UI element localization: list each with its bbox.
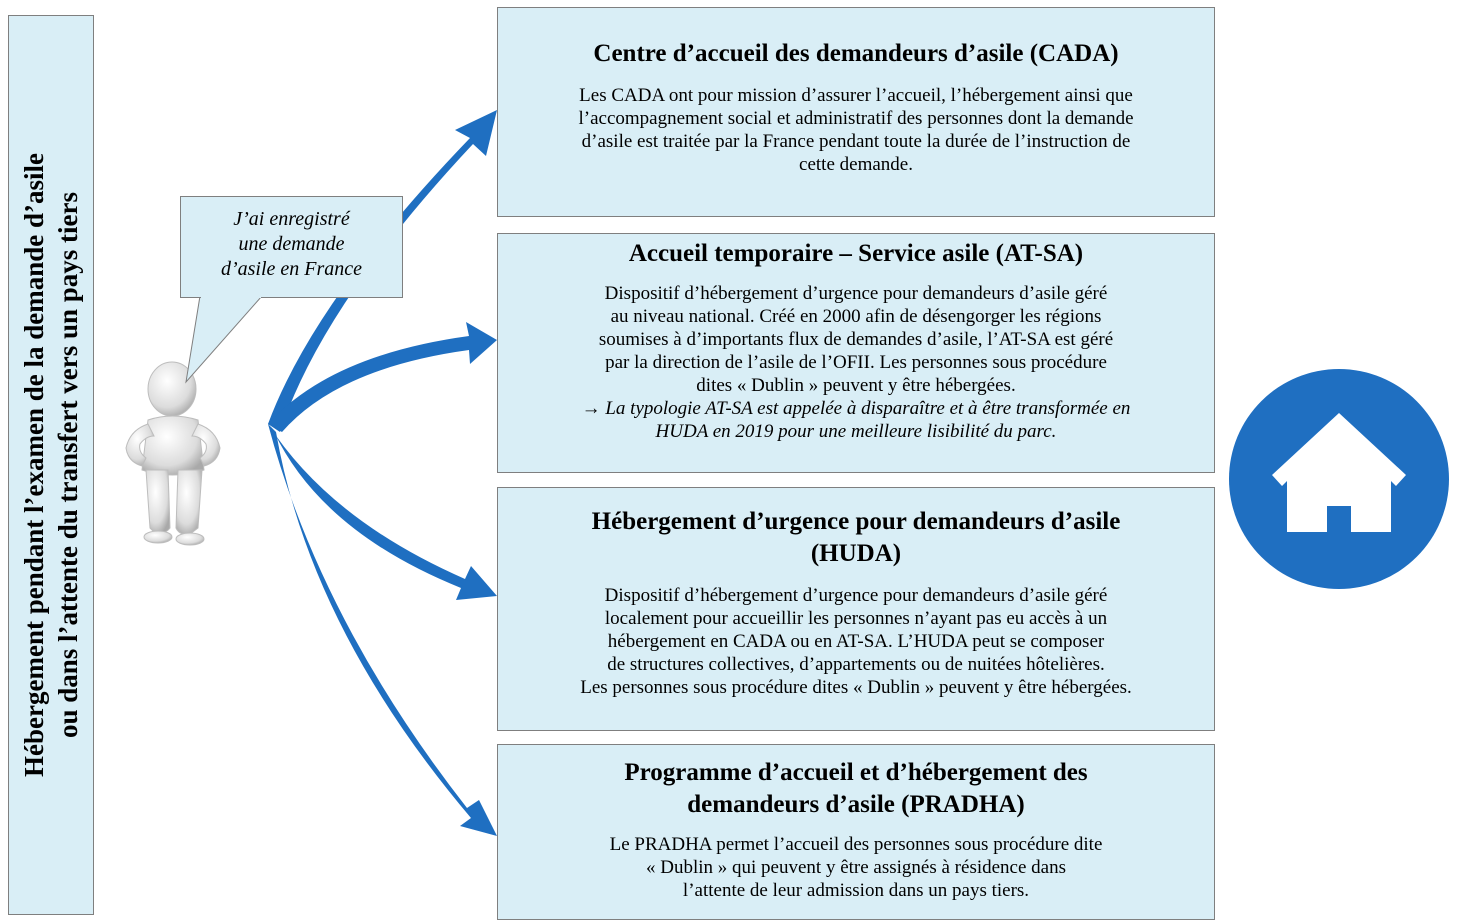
atsa-text-line: Dispositif d’hébergement d’urgence pour … — [604, 283, 1108, 304]
huda-text-line: hébergement en CADA ou en AT-SA. L’HUDA … — [607, 631, 1105, 652]
pradha-box: Programme d’accueil et d’hébergement des… — [497, 744, 1215, 920]
atsa-text-line: par la direction de l’asile de l’OFII. L… — [605, 352, 1107, 373]
huda-text-line: Dispositif d’hébergement d’urgence pour … — [604, 585, 1108, 606]
bubble-line-1: J’ai enregistré — [233, 208, 350, 230]
atsa-text-line: soumises à d’importants flux de demandes… — [598, 329, 1114, 350]
cada-title: Centre d’accueil des demandeurs d’asile … — [593, 40, 1119, 67]
arrow-to-cada — [268, 110, 497, 432]
huda-text-line: Les personnes sous procédure dites « Dub… — [580, 677, 1132, 698]
atsa-text-line: dites « Dublin » peuvent y être hébergée… — [696, 375, 1016, 396]
atsa-text-line: au niveau national. Créé en 2000 afin de… — [610, 306, 1102, 327]
huda-title-line: Hébergement d’urgence pour demandeurs d’… — [591, 508, 1121, 535]
cada-box: Centre d’accueil des demandeurs d’asile … — [497, 7, 1215, 217]
arrow-to-huda — [268, 424, 497, 600]
atsa-note-line: → La typologie AT-SA est appelée à dispa… — [581, 398, 1131, 419]
atsa-box: Accueil temporaire – Service asile (AT-S… — [497, 233, 1215, 473]
huda-box: Hébergement d’urgence pour demandeurs d’… — [497, 487, 1215, 731]
arrow-to-atsa — [268, 322, 497, 432]
pradha-text-line: « Dublin » qui peuvent y être assignés à… — [646, 857, 1066, 878]
huda-title-line: (HUDA) — [810, 540, 902, 567]
cada-text-line: d’asile est traitée par la France pendan… — [581, 131, 1131, 152]
atsa-note-line: HUDA en 2019 pour une meilleure lisibili… — [655, 421, 1057, 442]
pradha-title: Programme d’accueil et d’hébergement des… — [504, 757, 1208, 821]
cada-text-line: cette demande. — [799, 154, 913, 175]
pradha-text-line: Le PRADHA permet l’accueil des personnes… — [609, 834, 1103, 855]
pradha-text-line: l’attente de leur admission dans un pays… — [682, 880, 1030, 901]
speech-bubble: J’ai enregistré une demande d’asile en F… — [180, 196, 403, 298]
cada-text-line: l’accompagnement social et administratif… — [578, 108, 1134, 129]
cada-text-line: Les CADA ont pour mission d’assurer l’ac… — [579, 85, 1133, 106]
bubble-line-3: d’asile en France — [220, 258, 363, 280]
huda-text-line: localement pour accueillir les personnes… — [604, 608, 1108, 629]
sidebar-title-panel: Hébergement pendant l’examen de la deman… — [8, 15, 94, 915]
pradha-title-line: Programme d’accueil et d’hébergement des — [624, 759, 1088, 786]
huda-title: Hébergement d’urgence pour demandeurs d’… — [504, 506, 1208, 570]
pradha-title-line: demandeurs d’asile (PRADHA) — [687, 791, 1025, 818]
atsa-title: Accueil temporaire – Service asile (AT-S… — [628, 240, 1084, 267]
bubble-line-2: une demande — [238, 233, 345, 255]
huda-text-line: de structures collectives, d’appartement… — [607, 654, 1105, 675]
